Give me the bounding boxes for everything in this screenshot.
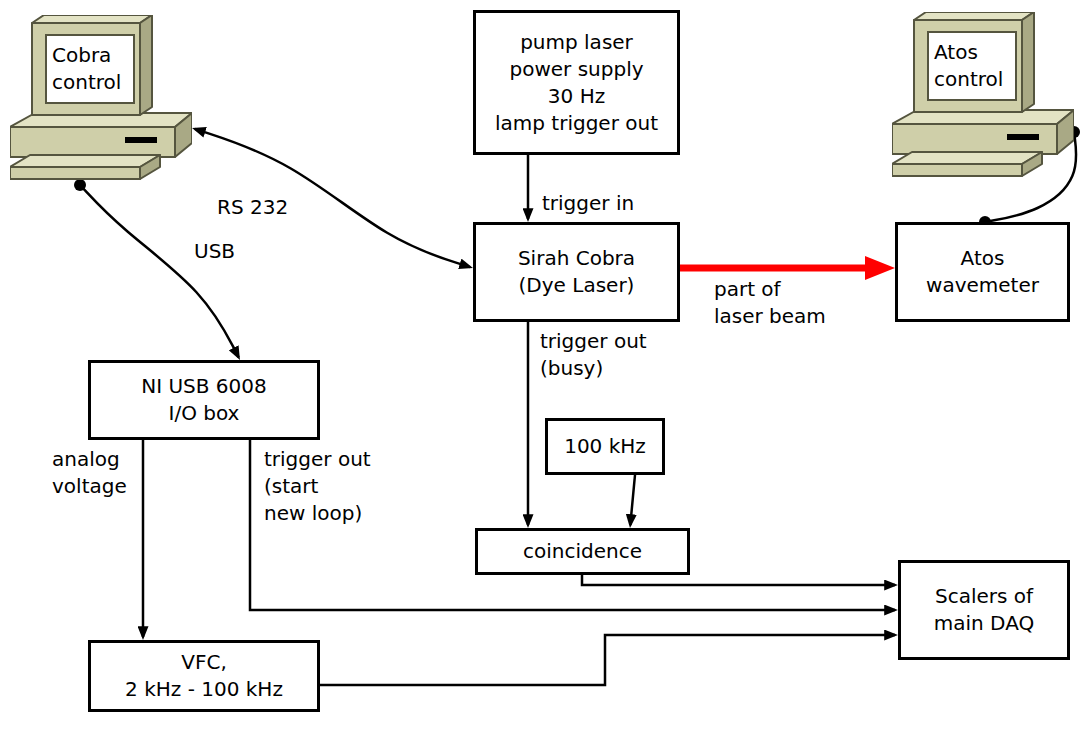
node-label: Atos control [934,39,1003,93]
computer-part [1022,152,1042,176]
text-line: voltage [52,473,127,500]
edge-label: RS 232 [215,194,290,221]
computer-outline [892,12,1074,182]
connector [527,322,530,525]
text-line: control [934,66,1003,93]
computer-screen [928,32,1016,100]
text-line: part of [714,276,826,303]
text-line: trigger out [540,328,647,355]
edge-label: analog voltage [50,446,129,500]
computer-part [892,152,1042,164]
text-line: pump laser [495,29,658,56]
node-label: Sirah Cobra (Dye Laser) [518,245,635,299]
process-box: Sirah Cobra (Dye Laser) [473,222,680,322]
process-box: 100 kHz [545,418,665,475]
connector-dot [74,179,86,191]
computer-screen [46,35,134,103]
text-line: 2 kHz - 100 kHz [125,676,283,703]
computer-icon: Cobra control [10,15,192,185]
computer-part [1022,12,1034,112]
computer-part [175,113,192,157]
computer-part [892,164,1022,176]
node-label: Scalers of main DAQ [934,583,1034,637]
text-line: control [52,69,121,96]
node-label: coincidence [523,538,642,565]
connector [142,440,145,637]
text-line: 30 Hz [495,83,658,110]
drive-slot [1007,134,1039,140]
text-line: laser beam [714,303,826,330]
text-line: RS 232 [217,194,288,221]
computer-part [10,127,175,157]
computer-part [32,15,152,23]
text-line: new loop) [264,500,371,527]
connector [680,265,883,272]
text-line: (busy) [540,355,647,382]
edge-label: trigger out (busy) [538,328,649,382]
screen-area: Cobra control [46,35,134,103]
text-line: lamp trigger out [495,110,658,137]
process-box: Atos wavemeter [895,222,1070,322]
drive-slot [125,137,157,143]
text-line: trigger out [264,446,371,473]
connector [527,155,530,219]
process-box: NI USB 6008 I/O box [88,360,320,440]
text-line: coincidence [523,538,642,565]
text-line: analog [52,446,127,473]
node-label: Cobra control [52,42,121,96]
text-line: USB [194,238,235,265]
process-box: coincidence [475,528,690,575]
screen-area: Atos control [928,32,1016,100]
computer-part [10,155,160,167]
computer-part [32,23,140,115]
node-label: pump laser power supply 30 Hz lamp trigg… [495,29,658,137]
process-box: VFC, 2 kHz - 100 kHz [88,640,320,712]
computer-part [10,167,140,179]
connector [320,635,895,685]
computer-part [914,20,1022,112]
text-line: VFC, [125,649,283,676]
text-line: wavemeter [926,272,1039,299]
computer-part [140,15,152,115]
edge-label: part of laser beam [712,276,828,330]
text-line: Atos [934,39,1003,66]
text-line: trigger in [542,190,634,217]
computer-part [914,12,1034,20]
text-line: 100 kHz [564,433,646,460]
computer-part [140,155,160,179]
text-line: Atos [926,245,1039,272]
edge-label: trigger out (start new loop) [262,446,373,527]
connector [630,475,635,525]
text-line: Sirah Cobra [518,245,635,272]
text-line: I/O box [141,400,267,427]
node-label: Atos wavemeter [926,245,1039,299]
edge-label: USB [192,238,237,265]
text-line: (start [264,473,371,500]
process-box: pump laser power supply 30 Hz lamp trigg… [473,10,680,155]
node-label: NI USB 6008 I/O box [141,373,267,427]
text-line: main DAQ [934,610,1034,637]
text-line: Scalers of [934,583,1034,610]
node-label: 100 kHz [564,433,646,460]
computer-outline [10,15,192,185]
edge-label: trigger in [540,190,636,217]
computer-icon: Atos control [892,12,1074,182]
process-box: Scalers of main DAQ [898,560,1070,660]
text-line: NI USB 6008 [141,373,267,400]
text-line: (Dye Laser) [518,272,635,299]
text-line: Cobra [52,42,121,69]
computer-part [1057,110,1074,154]
connector [582,575,895,585]
node-label: VFC, 2 kHz - 100 kHz [125,649,283,703]
computer-part [892,124,1057,154]
text-line: power supply [495,56,658,83]
